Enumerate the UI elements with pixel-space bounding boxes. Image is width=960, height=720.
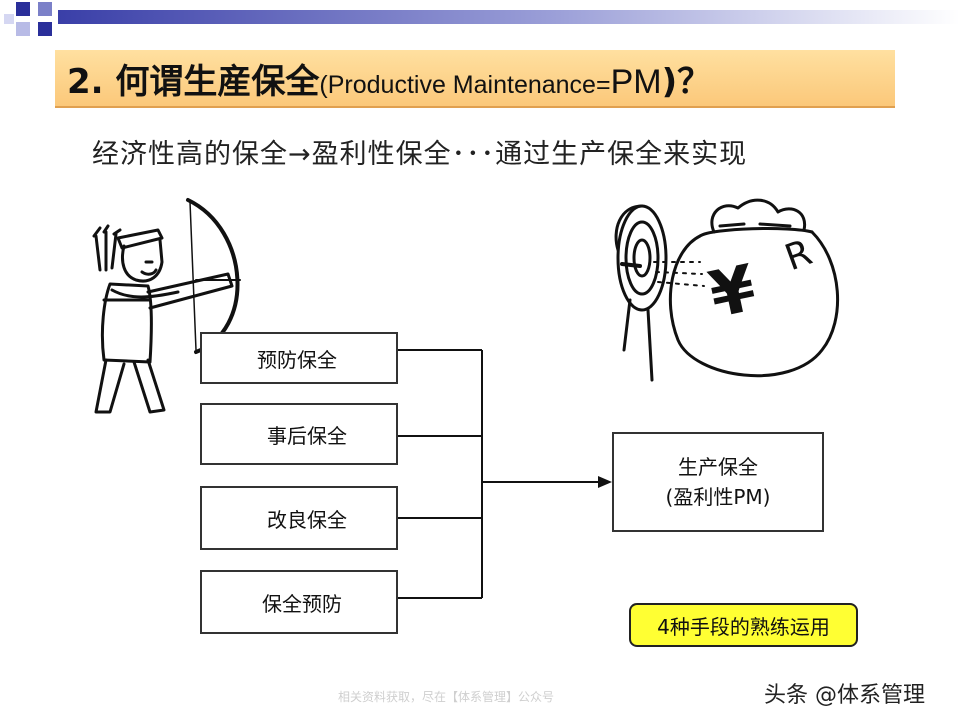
archer-illustration <box>92 198 241 414</box>
methods-callout: 4种手段的熟练运用 <box>629 603 858 647</box>
goal-box-productive-maintenance: 生产保全 (盈利性PM) <box>612 432 824 532</box>
title-paren-close: )？ <box>661 61 712 102</box>
goal-line-2: (盈利性PM) <box>665 485 771 509</box>
title-main: 2. 何谓生産保全 <box>67 61 320 102</box>
goal-line-1: 生产保全 <box>678 455 758 479</box>
title-paren-open: ( <box>319 70 328 99</box>
arrow-head <box>598 476 612 488</box>
title-english: Productive Maintenance= <box>327 70 611 99</box>
title-pm: PM <box>610 62 662 101</box>
title-bar: 2. 何谓生産保全(Productive Maintenance=PM)？ <box>55 50 895 108</box>
input-box-maintenance-prevention: 保全预防 <box>200 570 398 634</box>
footer-note: 相关资料获取，尽在【体系管理】公众号 <box>338 690 555 704</box>
target-illustration <box>614 204 668 382</box>
subtitle: 经济性高的保全→盈利性保全･･･通过生产保全来实现 <box>92 139 748 170</box>
page-title: 2. 何谓生産保全(Productive Maintenance=PM)？ <box>67 54 711 103</box>
connector-lines <box>398 349 600 599</box>
money-bag-illustration <box>653 198 840 378</box>
input-box-breakdown-maintenance: 事后保全 <box>200 403 398 465</box>
watermark: 头条 @体系管理 <box>764 683 925 708</box>
input-box-corrective-maintenance: 改良保全 <box>200 486 398 550</box>
input-box-preventive-maintenance: 预防保全 <box>200 332 398 384</box>
header-decoration <box>4 2 960 36</box>
